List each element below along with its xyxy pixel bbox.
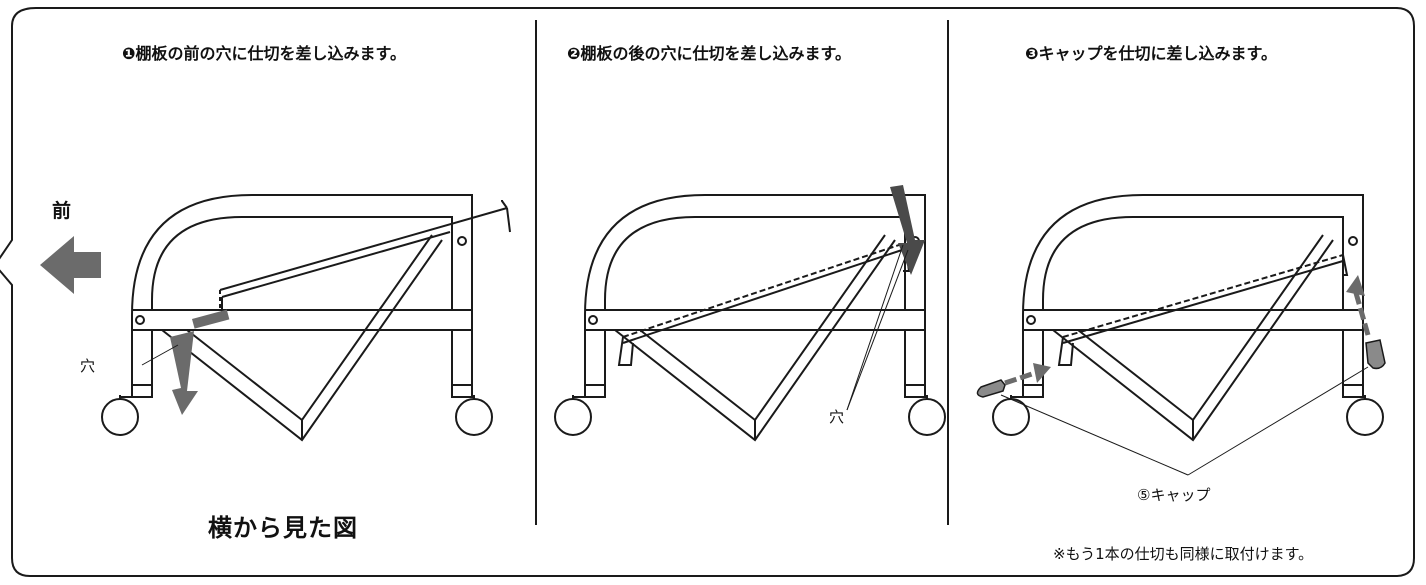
cart-diagram-1 [101,194,511,441]
hole-label-2: 穴 [829,408,845,426]
front-arrow-icon [40,236,101,294]
step-2-title: ❷棚板の後の穴に仕切を差し込みます。 [567,44,851,63]
insert-arrow-icon-2 [890,185,925,275]
cart-diagram-2 [554,185,946,441]
insert-arrow-icon-1 [170,309,230,415]
cap-icon-right [1365,339,1386,370]
outer-panel [0,7,1415,577]
front-label: 前 [52,200,72,222]
view-title: 横から見た図 [208,514,358,542]
footnote: ※もう1本の仕切も同様に取付けます。 [1053,545,1314,563]
cap-label: ⑤キャップ [1137,486,1211,504]
cap-icon-left [976,379,1006,398]
step-1-title: ❶棚板の前の穴に仕切を差し込みます。 [122,44,406,63]
hole-label-1: 穴 [80,357,96,375]
step-3-title: ❸キャップを仕切に差し込みます。 [1025,44,1277,63]
cart-diagram-3 [976,194,1386,476]
